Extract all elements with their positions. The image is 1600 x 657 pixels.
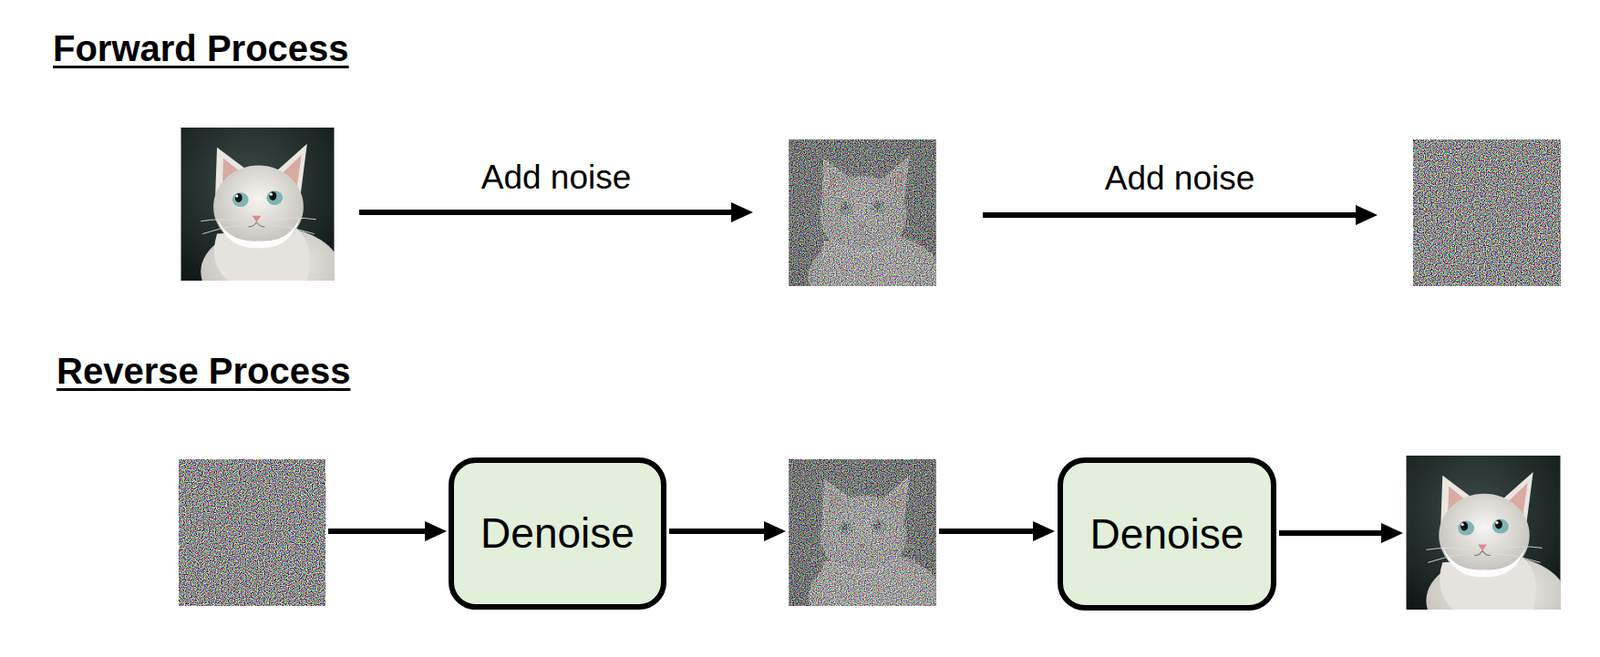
reverse-arrow (328, 521, 447, 542)
section-heading: Forward Process (52, 27, 350, 70)
cat-image (181, 127, 342, 318)
reverse-arrow (669, 521, 786, 542)
noise-image (1413, 139, 1561, 287)
arrow-label: Add noise (1104, 159, 1256, 199)
reverse-arrow (939, 521, 1055, 542)
box-label: Denoise (1090, 510, 1245, 559)
arrow-label: Add noise (481, 158, 632, 198)
noisy-cat-image (788, 459, 943, 641)
section-heading: Reverse Process (56, 350, 351, 393)
noisy-cat-image (788, 139, 943, 321)
process-box: Denoise (1057, 457, 1277, 611)
forward-arrow (359, 202, 754, 223)
forward-arrow (982, 205, 1378, 226)
process-box: Denoise (448, 457, 667, 610)
cat-image (1406, 455, 1569, 647)
noise-image (178, 459, 326, 607)
box-label: Denoise (480, 509, 635, 558)
reverse-arrow (1279, 523, 1404, 544)
